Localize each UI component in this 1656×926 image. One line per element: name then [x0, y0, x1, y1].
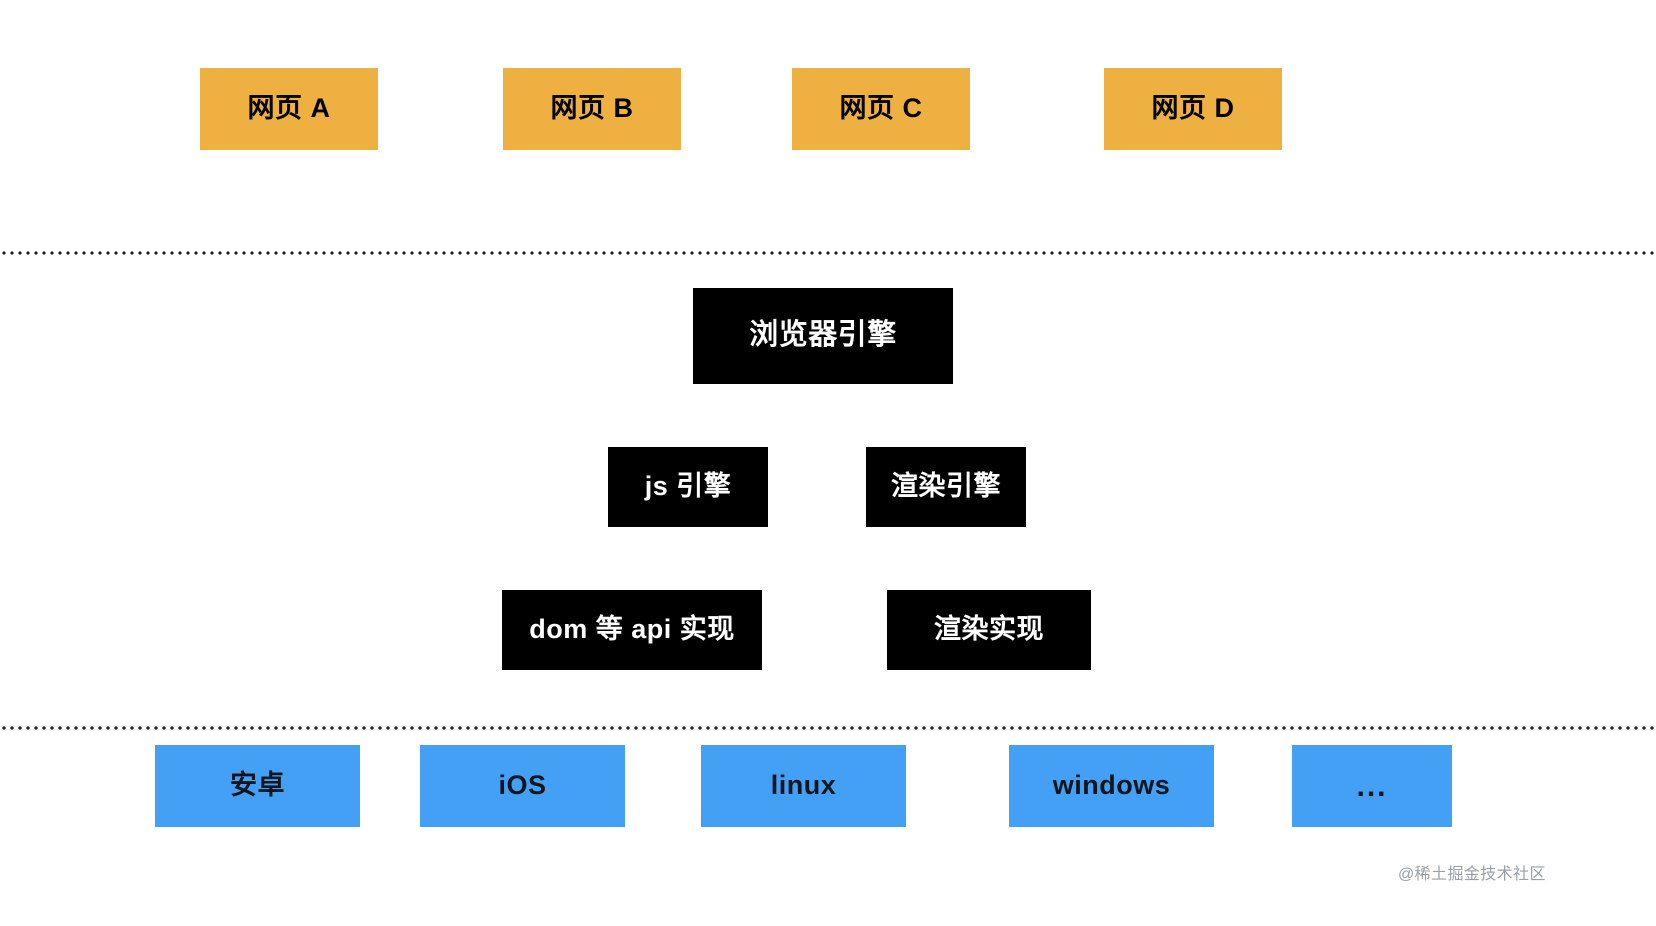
- os-label-ios: iOS: [498, 770, 547, 801]
- divider-engines-os: [0, 726, 1656, 730]
- js-engine-box[interactable]: js 引擎: [608, 447, 768, 527]
- browser-engine-box[interactable]: 浏览器引擎: [693, 288, 953, 384]
- watermark-text: @稀土掘金技术社区: [1398, 866, 1546, 883]
- divider-pages-engines: [0, 251, 1656, 255]
- os-label-android: 安卓: [230, 770, 285, 801]
- js-engine-label: js 引擎: [644, 471, 732, 502]
- web-page-box-d[interactable]: 网页 D: [1104, 68, 1282, 150]
- render-engine-box[interactable]: 渲染引擎: [866, 447, 1026, 527]
- dom-api-impl-box[interactable]: dom 等 api 实现: [502, 590, 762, 670]
- os-box-windows[interactable]: windows: [1009, 745, 1214, 827]
- web-page-label-b: 网页 B: [550, 93, 634, 124]
- web-page-label-c: 网页 C: [839, 93, 923, 124]
- render-impl-box[interactable]: 渲染实现: [887, 590, 1091, 670]
- web-page-box-a[interactable]: 网页 A: [200, 68, 378, 150]
- os-label-windows: windows: [1052, 770, 1171, 801]
- web-page-label-d: 网页 D: [1151, 93, 1235, 124]
- os-label-more: ...: [1356, 769, 1388, 803]
- os-box-linux[interactable]: linux: [701, 745, 906, 827]
- web-page-box-b[interactable]: 网页 B: [503, 68, 681, 150]
- render-engine-label: 渲染引擎: [891, 471, 1001, 502]
- os-box-android[interactable]: 安卓: [155, 745, 360, 827]
- os-label-linux: linux: [770, 770, 837, 801]
- web-page-label-a: 网页 A: [247, 93, 331, 124]
- browser-engine-label: 浏览器引擎: [749, 319, 897, 352]
- dom-api-impl-label: dom 等 api 实现: [529, 614, 735, 645]
- os-box-more[interactable]: ...: [1292, 745, 1452, 827]
- web-page-box-c[interactable]: 网页 C: [792, 68, 970, 150]
- os-box-ios[interactable]: iOS: [420, 745, 625, 827]
- render-impl-label: 渲染实现: [934, 614, 1044, 645]
